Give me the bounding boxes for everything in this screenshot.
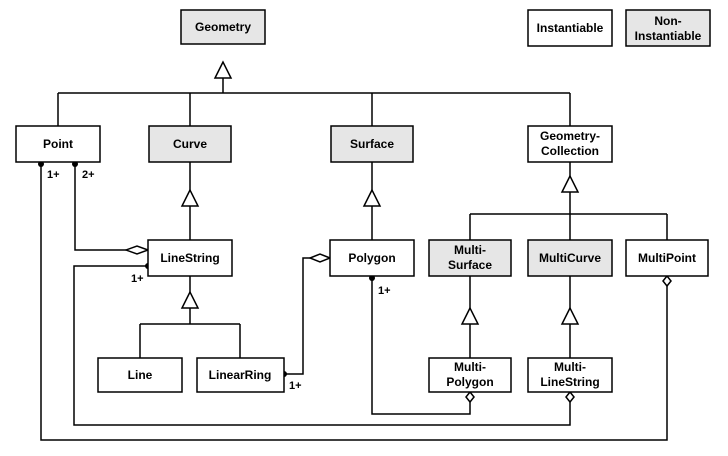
legend-instantiable-label: Instantiable <box>537 21 604 35</box>
class-label: Polygon <box>348 251 395 265</box>
multiplicity-label: 1+ <box>131 273 144 285</box>
polygon-aggregation-diamond <box>307 253 333 263</box>
class-label: MultiPoint <box>638 251 696 265</box>
class-label: Line <box>128 368 153 382</box>
linestring-multilinestring-assoc <box>73 265 571 426</box>
class-label: Surface <box>448 258 492 272</box>
linestring-class-box[interactable]: LineString <box>147 239 233 277</box>
class-label: Multi- <box>554 360 586 374</box>
multi-linestring-class-box[interactable]: Multi- LineString <box>527 357 613 393</box>
multipolygon-aggregation-diamond <box>465 390 475 404</box>
linear-ring-class-box[interactable]: LinearRing <box>196 357 285 393</box>
class-label: Surface <box>350 137 394 151</box>
linestring-aggregation-diamond <box>123 245 151 255</box>
class-label: LineString <box>540 375 599 389</box>
point-class-box[interactable]: Point <box>15 125 101 163</box>
legend-instantiable: Instantiable <box>527 9 613 47</box>
curve-class-box[interactable]: Curve <box>148 125 232 163</box>
generalization-arrows <box>180 60 580 325</box>
linestring-generalization-arrow <box>180 290 200 309</box>
legend: Instantiable Non- Instantiable <box>527 9 711 47</box>
class-label: Polygon <box>446 375 493 389</box>
multiplicity-label: 1+ <box>47 169 60 181</box>
class-label: Point <box>43 137 73 151</box>
multi-surface-class-box[interactable]: Multi- Surface <box>428 239 512 277</box>
class-label: MultiCurve <box>539 251 601 265</box>
curve-generalization-arrow <box>180 188 200 207</box>
collection-generalization-arrow <box>560 174 580 193</box>
polygon-multipolygon-assoc <box>371 276 471 415</box>
surface-generalization-arrow <box>362 188 382 207</box>
point-multipoint-assoc <box>40 162 668 441</box>
class-boxes: Geometry Point Curve Surface Geometry- C… <box>15 9 709 393</box>
aggregation-diamonds <box>123 245 672 404</box>
class-label: Collection <box>541 144 599 158</box>
multiplicity-label: 2+ <box>82 169 95 181</box>
surface-class-box[interactable]: Surface <box>330 125 414 163</box>
class-label: Geometry <box>195 20 251 34</box>
geometry-class-box[interactable]: Geometry <box>180 9 266 45</box>
legend-non-instantiable-label: Non- <box>654 14 681 28</box>
multiplicity-labels: 1+ 2+ 1+ 1+ 1+ <box>47 169 391 392</box>
class-label: LineString <box>160 251 219 265</box>
linearring-polygon-assoc <box>284 257 310 375</box>
class-label: Curve <box>173 137 207 151</box>
line-class-box[interactable]: Line <box>97 357 183 393</box>
multi-point-class-box[interactable]: MultiPoint <box>625 239 709 277</box>
geometry-collection-class-box[interactable]: Geometry- Collection <box>527 125 613 163</box>
class-label: LinearRing <box>209 368 272 382</box>
class-label: Multi- <box>454 243 486 257</box>
class-label: Multi- <box>454 360 486 374</box>
legend-non-instantiable: Non- Instantiable <box>625 9 711 47</box>
multiplicity-label: 1+ <box>289 380 302 392</box>
multi-polygon-class-box[interactable]: Multi- Polygon <box>428 357 512 393</box>
multicurve-generalization-arrow <box>560 306 580 325</box>
geometry-generalization-arrow <box>213 60 233 79</box>
point-linestring-assoc <box>74 162 126 251</box>
class-label: Geometry- <box>540 129 600 143</box>
multi-curve-class-box[interactable]: MultiCurve <box>527 239 613 277</box>
multisurface-generalization-arrow <box>460 306 480 325</box>
multilinestring-aggregation-diamond <box>565 390 575 404</box>
multipoint-aggregation-diamond <box>662 274 672 288</box>
polygon-class-box[interactable]: Polygon <box>329 239 415 277</box>
legend-non-instantiable-label: Instantiable <box>635 29 702 43</box>
multiplicity-label: 1+ <box>378 285 391 297</box>
